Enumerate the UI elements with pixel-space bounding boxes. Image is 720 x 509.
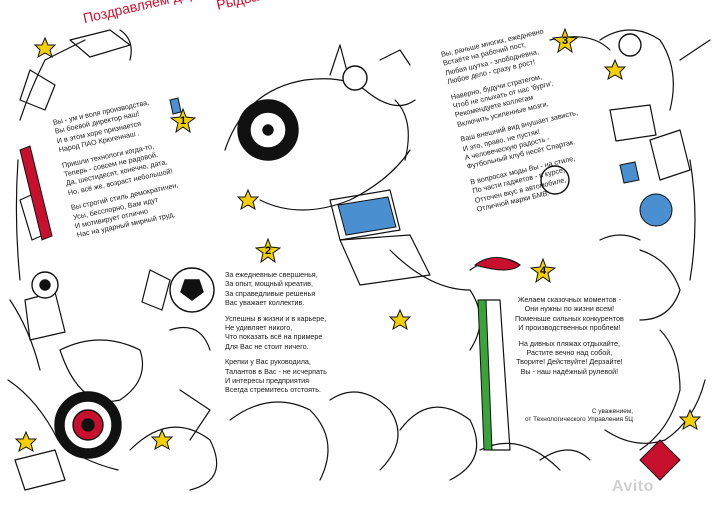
verse-line: Крепки у Вас руководила, <box>225 357 311 367</box>
verse-line: Растите вечно над собой, <box>526 348 613 358</box>
signature-sender: от Технологического Управления 5Ц <box>525 416 633 423</box>
verse-block-4: Желаем сказочных моментов -Они нужны по … <box>515 295 624 376</box>
verse-line: За опыт, мощный креатив, <box>225 279 313 289</box>
signature: С уважением, от Технологического Управле… <box>508 408 633 424</box>
badge-number: 3 <box>561 35 569 47</box>
verse-line: Творите! Действуйте! Дерзайте! <box>516 357 623 367</box>
verse-line: Вы - наш надёжный рулевой! <box>520 366 619 376</box>
verse-line: Они нужны по жизни всем! <box>524 304 615 314</box>
verse-line: Поменьше сильных конкурентов <box>515 313 624 323</box>
verse-line: Успешны в жизни и в карьере, <box>225 313 327 323</box>
verse-line: Вас уважает коллектив. <box>225 298 305 308</box>
verse-line: И интересы предприятия <box>225 376 310 386</box>
verse-line: Талантов в Вас - не исчерпать <box>225 366 327 376</box>
verse-line: Желаем сказочных моментов - <box>517 295 621 304</box>
badge-number: 2 <box>264 245 272 257</box>
number-badge-4: 4 <box>530 258 556 284</box>
verse-line: За справедливые решенья <box>225 288 316 298</box>
verse-line: Всегда стремитесь отстоять. <box>225 385 322 395</box>
watermark: Avito <box>612 478 654 495</box>
verse-line: Для Вас не стоит ничего. <box>225 341 309 351</box>
number-badge-2: 2 <box>255 238 281 264</box>
verse-line: И производственных проблем! <box>518 323 621 333</box>
number-badge-1: 1 <box>170 108 196 134</box>
verse-line: За ежедневные свершенья, <box>225 270 318 279</box>
number-badge-3: 3 <box>552 28 578 54</box>
badge-number: 1 <box>179 115 187 127</box>
signature-greeting: С уважением, <box>591 408 633 415</box>
verse-line: Не удивляет никого, <box>225 323 293 333</box>
verse-block-2: За ежедневные свершенья,За опыт, мощный … <box>225 270 327 395</box>
verse-line: Что показать всё на примере <box>225 332 323 342</box>
badge-number: 4 <box>539 265 547 277</box>
verse-line: На дивных пляжах отдыхайте, <box>518 338 621 348</box>
